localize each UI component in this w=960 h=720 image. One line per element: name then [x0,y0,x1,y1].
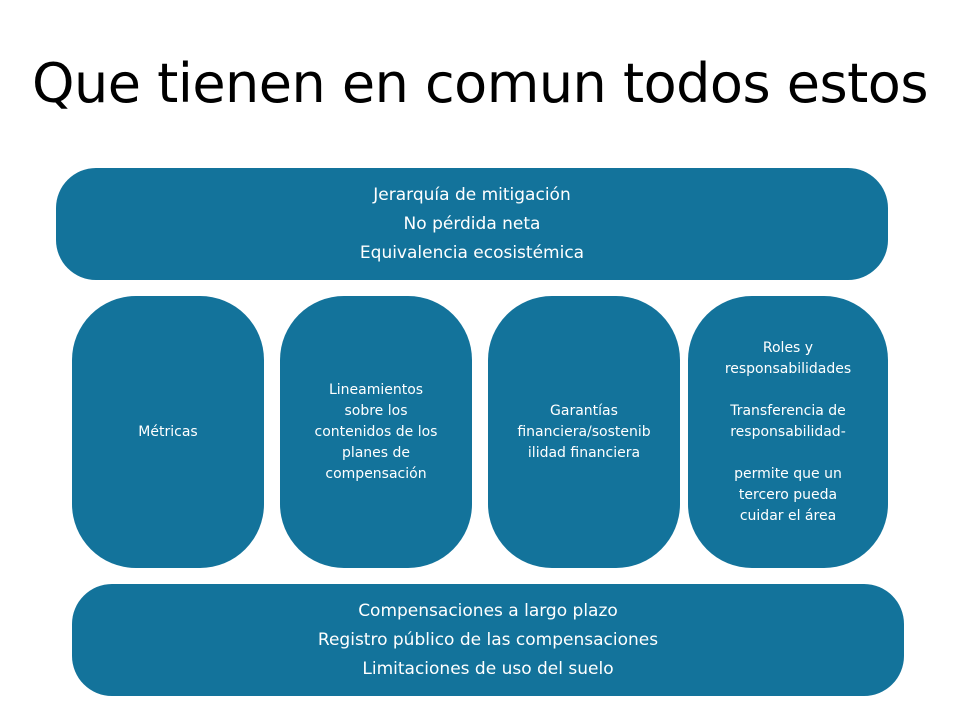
pill-line: contenidos de los [314,423,438,440]
pill-line: permite que un [734,465,842,482]
bottom-box-line: Compensaciones a largo plazo [358,600,618,621]
pill-line: Lineamientos [328,381,424,398]
slide-title: Que tienen en comun todos estos [32,52,928,115]
pill-line: responsabilidades [724,360,852,377]
pill-line: compensación [325,465,427,482]
pill-line: responsabilidad- [730,423,846,440]
top-box-line: No pérdida neta [403,213,541,234]
pill-line: ilidad financiera [527,444,641,461]
pill-line: planes de [341,444,411,461]
pill-line: Garantías [550,402,618,419]
pill-metricas: Métricas [72,296,264,568]
top-principles-box: Jerarquía de mitigación No pérdida neta … [56,168,888,280]
pill-garantias: Garantías financiera/sostenib ilidad fin… [488,296,680,568]
pill-line: cuidar el área [739,507,837,524]
pill-line: Transferencia de [730,402,846,419]
top-box-line: Equivalencia ecosistémica [359,242,585,263]
pill-line: sobre los [344,402,408,419]
pill-line: tercero pueda [738,486,838,503]
pill-line: financiera/sostenib [517,423,651,440]
pill-roles: Roles y responsabilidades Transferencia … [688,296,888,568]
bottom-box-line: Registro público de las compensaciones [317,629,659,650]
pill-line: Roles y [762,339,814,356]
top-box-line: Jerarquía de mitigación [373,184,571,205]
bottom-requirements-box: Compensaciones a largo plazo Registro pú… [72,584,904,696]
bottom-box-line: Limitaciones de uso del suelo [362,658,614,679]
pill-line: Métricas [138,423,198,440]
pill-lineamientos: Lineamientos sobre los contenidos de los… [280,296,472,568]
